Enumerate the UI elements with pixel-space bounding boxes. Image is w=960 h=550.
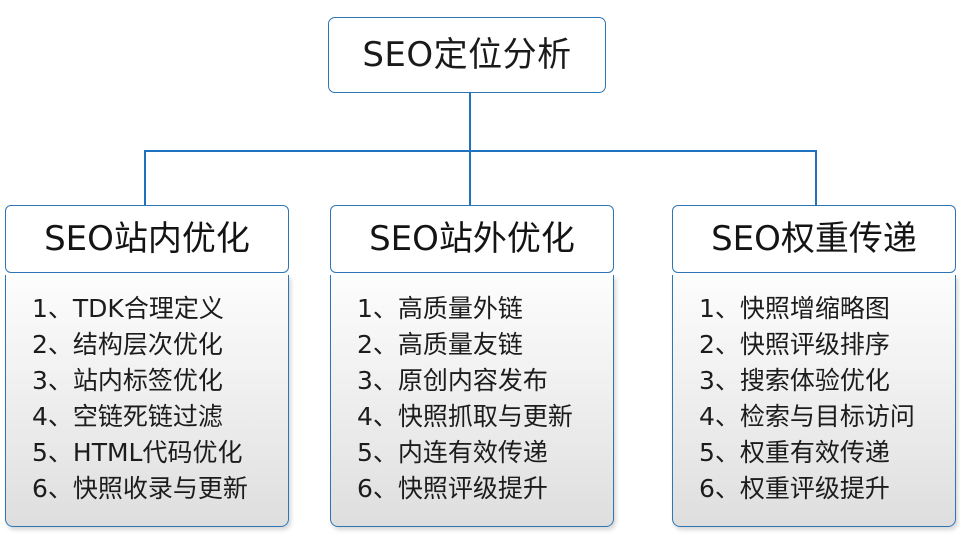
root-node-label: SEO定位分析 [362, 35, 572, 75]
list-item: 6、快照收录与更新 [32, 474, 248, 503]
branch-2-item-list: 1、高质量外链 2、高质量友链 3、原创内容发布 4、快照抓取与更新 5、内连有… [331, 291, 613, 507]
list-item: 3、搜索体验优化 [699, 366, 890, 395]
connector-branch-2-drop [469, 150, 471, 206]
branch-column-2: SEO站外优化 1、高质量外链 2、高质量友链 3、原创内容发布 4、快照抓取与… [330, 205, 614, 527]
branch-3-body: 1、快照增缩略图 2、快照评级排序 3、搜索体验优化 4、检索与目标访问 5、权… [672, 275, 956, 527]
branch-3-header-label: SEO权重传递 [711, 219, 917, 259]
connector-branch-3-drop [815, 150, 817, 206]
list-item: 1、高质量外链 [357, 294, 523, 323]
list-item: 3、站内标签优化 [32, 366, 223, 395]
branch-2-header: SEO站外优化 [330, 205, 614, 273]
branch-3-header: SEO权重传递 [672, 205, 956, 273]
branch-1-header: SEO站内优化 [5, 205, 289, 273]
branch-1-item-list: 1、TDK合理定义 2、结构层次优化 3、站内标签优化 4、空链死链过滤 5、H… [6, 291, 288, 507]
list-item: 2、高质量友链 [357, 330, 523, 359]
list-item: 2、快照评级排序 [699, 330, 890, 359]
branch-2-body: 1、高质量外链 2、高质量友链 3、原创内容发布 4、快照抓取与更新 5、内连有… [330, 275, 614, 527]
branch-1-body: 1、TDK合理定义 2、结构层次优化 3、站内标签优化 4、空链死链过滤 5、H… [5, 275, 289, 527]
root-node: SEO定位分析 [328, 17, 606, 93]
branch-column-1: SEO站内优化 1、TDK合理定义 2、结构层次优化 3、站内标签优化 4、空链… [5, 205, 289, 527]
branch-column-3: SEO权重传递 1、快照增缩略图 2、快照评级排序 3、搜索体验优化 4、检索与… [672, 205, 956, 527]
list-item: 4、快照抓取与更新 [357, 402, 573, 431]
list-item: 2、结构层次优化 [32, 330, 223, 359]
branch-3-item-list: 1、快照增缩略图 2、快照评级排序 3、搜索体验优化 4、检索与目标访问 5、权… [673, 291, 955, 507]
list-item: 4、空链死链过滤 [32, 402, 223, 431]
connector-root-vertical [469, 93, 471, 151]
list-item: 1、TDK合理定义 [32, 294, 224, 323]
branch-2-header-label: SEO站外优化 [369, 219, 575, 259]
branch-1-header-label: SEO站内优化 [44, 219, 250, 259]
connector-branch-1-drop [144, 150, 146, 206]
list-item: 5、内连有效传递 [357, 438, 548, 467]
list-item: 6、快照评级提升 [357, 474, 548, 503]
list-item: 3、原创内容发布 [357, 366, 548, 395]
list-item: 6、权重评级提升 [699, 474, 890, 503]
list-item: 4、检索与目标访问 [699, 402, 915, 431]
list-item: 5、HTML代码优化 [32, 438, 243, 467]
connector-horizontal-bar [144, 150, 817, 152]
list-item: 1、快照增缩略图 [699, 294, 890, 323]
list-item: 5、权重有效传递 [699, 438, 890, 467]
